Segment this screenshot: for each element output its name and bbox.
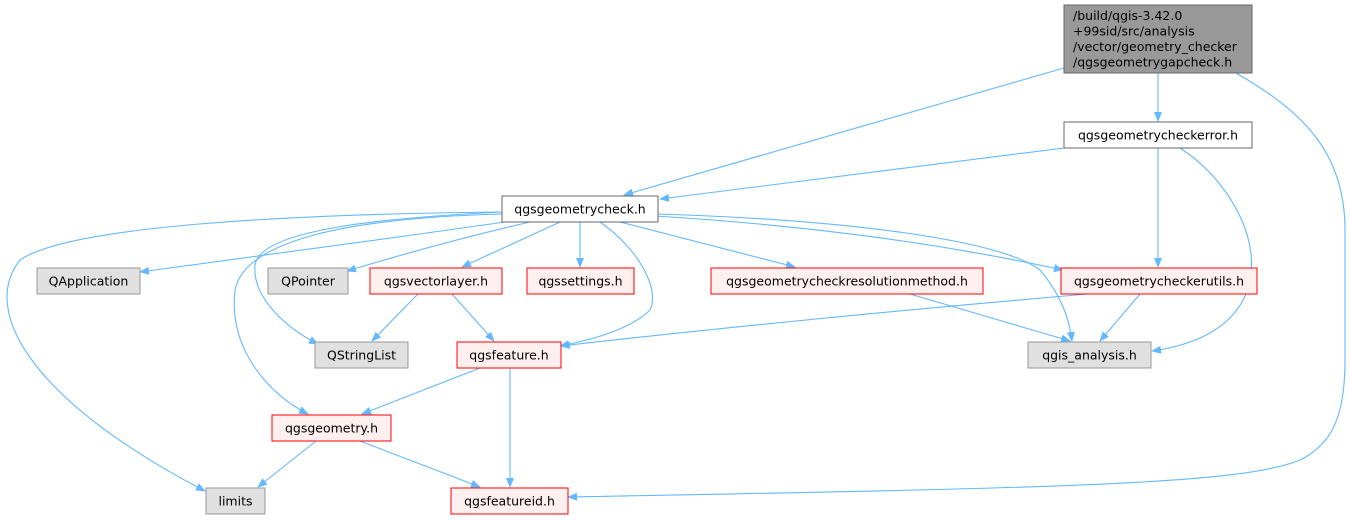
edge-checkerror-to-check	[659, 147, 1065, 202]
edge-check-to-checkerutils	[654, 215, 1064, 273]
edge-root-to-featureid	[567, 72, 1346, 501]
node-label-root: /qgsgeometrygapcheck.h	[1073, 55, 1232, 70]
node-label-feature: qgsfeature.h	[469, 347, 548, 362]
node-check[interactable]: qgsgeometrycheck.h	[501, 195, 659, 223]
node-analysis[interactable]: qgis_analysis.h	[1027, 341, 1152, 369]
node-label-root: /vector/geometry_checker	[1073, 39, 1238, 54]
node-label-resolution: qgsgeometrycheckresolutionmethod.h	[726, 273, 968, 288]
node-label-limits: limits	[218, 493, 252, 508]
node-label-qapplication: QApplication	[49, 273, 129, 288]
node-box-analysis	[1027, 341, 1152, 369]
edge-checkerror-to-analysis	[1151, 147, 1253, 354]
node-resolution[interactable]: qgsgeometrycheckresolutionmethod.h	[710, 267, 984, 295]
edge-resolution-to-analysis	[909, 293, 1071, 343]
edge-geometry-to-limits	[257, 440, 317, 488]
node-checkerror[interactable]: qgsgeometrycheckerror.h	[1063, 121, 1253, 149]
node-qapplication[interactable]: QApplication	[36, 267, 141, 295]
node-box-vectorlayer	[369, 267, 503, 295]
node-qpointer[interactable]: QPointer	[267, 267, 349, 295]
nodes-layer: /build/qgis-3.42.0+99sid/src/analysis/ve…	[36, 4, 1258, 515]
edge-geometry-to-featureid	[359, 440, 481, 488]
node-geometry[interactable]: qgsgeometry.h	[271, 414, 392, 442]
edge-vectorlayer-to-feature	[451, 293, 495, 342]
edges-layer	[6, 67, 1346, 501]
edge-check-to-analysis	[657, 213, 1075, 342]
node-box-qpointer	[267, 267, 349, 295]
node-box-qapplication	[36, 267, 141, 295]
node-label-checkerutils: qgsgeometrycheckerutils.h	[1074, 273, 1244, 288]
node-label-check: qgsgeometrycheck.h	[514, 201, 645, 216]
node-box-feature	[456, 341, 562, 369]
node-box-checkerror	[1063, 121, 1253, 149]
edge-check-to-qstringlist	[254, 211, 503, 345]
node-box-geometry	[271, 414, 392, 442]
node-qstringlist[interactable]: QStringList	[314, 341, 409, 369]
node-box-root	[1063, 4, 1253, 74]
node-label-featureid: qgsfeatureid.h	[464, 493, 555, 508]
node-box-qstringlist	[314, 341, 409, 369]
node-label-root: +99sid/src/analysis	[1073, 24, 1195, 39]
node-checkerutils[interactable]: qgsgeometrycheckerutils.h	[1060, 267, 1258, 295]
edge-check-to-qpointer	[346, 221, 531, 273]
edge-feature-to-geometry	[361, 367, 481, 415]
edge-checkerutils-to-analysis	[1099, 293, 1141, 342]
edge-check-to-vectorlayer	[461, 221, 561, 268]
node-box-featureid	[450, 487, 569, 515]
node-box-settings	[526, 267, 635, 295]
edge-vectorlayer-to-qstringlist	[371, 293, 419, 342]
node-label-qstringlist: QStringList	[327, 347, 396, 362]
node-box-check	[501, 195, 659, 223]
edge-check-to-resolution	[619, 221, 796, 269]
edge-check-to-qapplication	[139, 221, 506, 275]
node-featureid[interactable]: qgsfeatureid.h	[450, 487, 569, 515]
node-label-analysis: qgis_analysis.h	[1042, 347, 1137, 362]
node-label-root: /build/qgis-3.42.0	[1073, 8, 1182, 23]
edge-check-to-feature	[559, 221, 654, 349]
node-limits[interactable]: limits	[205, 487, 266, 515]
node-root[interactable]: /build/qgis-3.42.0+99sid/src/analysis/ve…	[1063, 4, 1253, 74]
edge-checkerutils-to-feature	[560, 293, 1089, 349]
node-settings[interactable]: qgssettings.h	[526, 267, 635, 295]
edge-check-to-geometry	[233, 213, 503, 415]
node-box-checkerutils	[1060, 267, 1258, 295]
edge-check-to-limits	[6, 211, 503, 492]
node-feature[interactable]: qgsfeature.h	[456, 341, 562, 369]
node-label-geometry: qgsgeometry.h	[285, 420, 378, 435]
node-box-resolution	[710, 267, 984, 295]
edge-root-to-check	[623, 67, 1065, 197]
node-label-settings: qgssettings.h	[538, 273, 622, 288]
node-vectorlayer[interactable]: qgsvectorlayer.h	[369, 267, 503, 295]
node-label-checkerror: qgsgeometrycheckerror.h	[1078, 127, 1238, 142]
node-label-qpointer: QPointer	[281, 273, 336, 288]
node-label-vectorlayer: qgsvectorlayer.h	[384, 273, 488, 288]
node-box-limits	[205, 487, 266, 515]
